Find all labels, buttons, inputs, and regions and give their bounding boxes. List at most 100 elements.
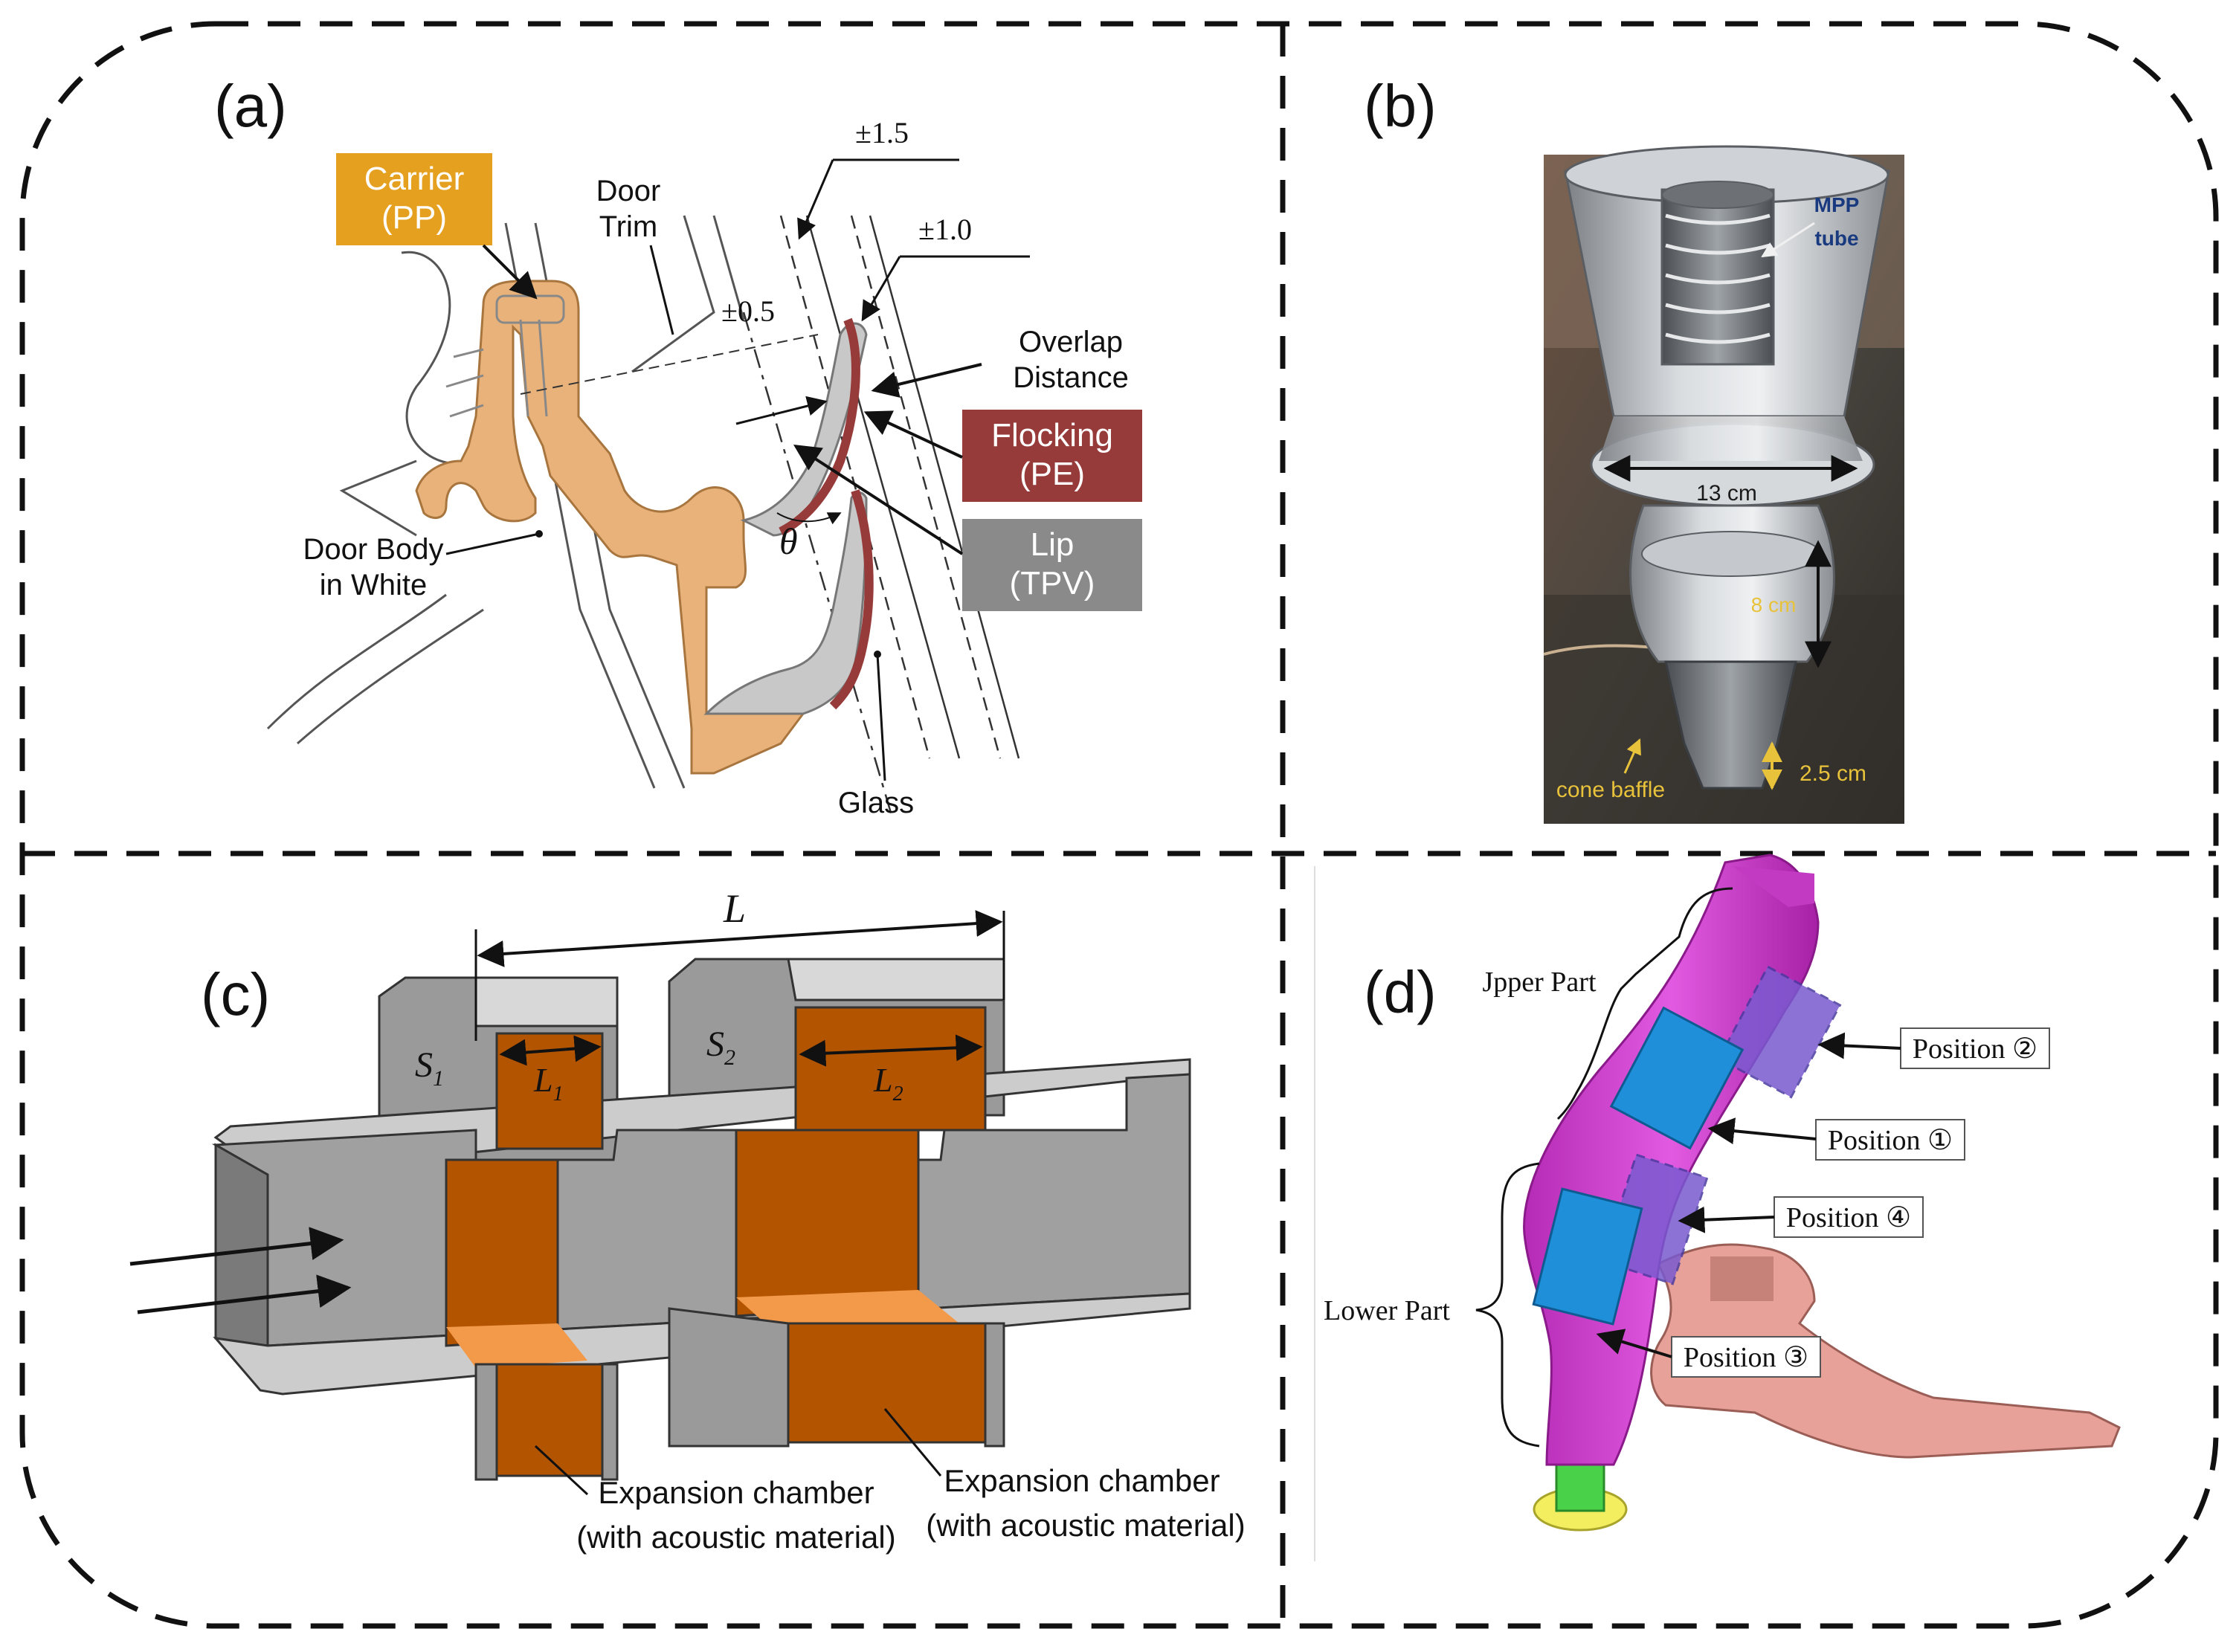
flocking-leader <box>863 410 963 459</box>
chamber-1-material-mid <box>445 1158 559 1347</box>
flocking-label: Flocking <box>991 417 1113 454</box>
glass-leader <box>876 654 886 781</box>
chamber-2-bottom-wall-right <box>984 1322 1005 1448</box>
carrier-leader <box>482 244 538 300</box>
carrier-label-box <box>336 153 492 245</box>
panel-b: (b) 13 cm 8 cm 2.5 cm MPP <box>1364 73 1904 824</box>
mpp-label-2: tube <box>1814 227 1858 250</box>
lower-cone <box>1629 504 1835 663</box>
position-3-arrow <box>1596 1329 1672 1358</box>
overlap-arrow-left <box>735 396 828 425</box>
cone-baffle-label: cone baffle <box>1556 778 1665 802</box>
flocking-material: (PE) <box>1019 456 1085 492</box>
lower-brace <box>1475 1162 1540 1448</box>
position-3-label: Position ③ <box>1684 1342 1808 1373</box>
dim-L2-line <box>799 1034 983 1067</box>
label-S2: S2 <box>706 1025 735 1070</box>
flocking-upper <box>779 317 860 536</box>
expansion-2-label-2: (with acoustic material) <box>926 1508 1245 1543</box>
overlap-label-1: Overlap <box>1019 326 1123 358</box>
dim-L: L <box>723 886 746 931</box>
chamber-2-material-bottom-light <box>736 1290 959 1331</box>
mpp-tube-opening <box>1661 181 1774 209</box>
position-2-label: Position ② <box>1913 1033 2037 1065</box>
door-trim-label-1: Door <box>596 175 661 207</box>
carrier-material: (PP) <box>381 199 447 236</box>
expansion-2-label-1: Expansion chamber <box>944 1463 1220 1498</box>
panel-c: (c) L S1 S2 L1 L2 Expansion chamber (wit… <box>129 886 1246 1555</box>
door-body-label-1: Door Body <box>303 533 444 566</box>
block-position-3 <box>1532 1187 1643 1326</box>
upper-part-label: Jpper Part <box>1482 967 1596 998</box>
pipe-top-cap <box>1733 866 1814 907</box>
lip-upper <box>740 322 868 537</box>
expansion-1-label-1: Expansion chamber <box>598 1475 874 1510</box>
panel-d: (d) Jpper Part Lower Part Position ② Pos… <box>1314 854 2121 1561</box>
tolerance-1-5-arrow <box>797 159 834 240</box>
position-4-label: Position ④ <box>1786 1202 1911 1233</box>
lip-material: (TPV) <box>1010 565 1095 601</box>
mpp-label-arrow <box>1761 222 1815 258</box>
dim-8cm: 8 cm <box>1751 593 1797 616</box>
carrier-body <box>415 280 805 775</box>
door-trim-leader <box>649 245 674 335</box>
lower-cone-band <box>1641 531 1821 577</box>
upper-brace <box>1556 887 1733 1120</box>
cone-baffle-arrow <box>1623 738 1641 774</box>
expansion-2-leader <box>883 1408 942 1477</box>
flow-arrow-1 <box>129 1227 344 1266</box>
lip-label-box <box>962 519 1142 611</box>
label-L1: L1 <box>533 1061 564 1106</box>
label-L2: L2 <box>873 1061 903 1106</box>
frame-dashed-border <box>19 21 2219 1629</box>
chamber-2-bottom-wall <box>668 1307 790 1448</box>
chamber-1-bottom-wall-right <box>601 1363 619 1481</box>
tolerance-0-5-dim <box>520 334 819 395</box>
chamber-1-material-bottom-light <box>446 1323 587 1368</box>
glass-label: Glass <box>838 787 914 819</box>
door-body-dot <box>535 530 543 538</box>
door-trim-label-2: Trim <box>599 210 657 243</box>
flocking-label-box <box>962 410 1142 502</box>
flow-arrow-2 <box>137 1274 352 1314</box>
chamber-2-material-mid <box>735 1129 920 1317</box>
mpp-label-1: MPP <box>1814 193 1860 216</box>
expansion-1-label-2: (with acoustic material) <box>576 1520 895 1555</box>
panel-c-tag: (c) <box>201 961 270 1027</box>
panel-b-tag: (b) <box>1364 73 1437 139</box>
position-1-arrow <box>1707 1117 1817 1145</box>
panel-a: (a) <box>214 73 1142 819</box>
label-S1: S1 <box>415 1045 444 1091</box>
door-body-label-2: in White <box>320 569 428 601</box>
overlap-leader <box>871 363 982 398</box>
position-4-box <box>1774 1196 1924 1238</box>
overlap-label-2: Distance <box>1013 361 1129 394</box>
dim-L-line <box>477 910 1003 967</box>
lower-part-label: Lower Part <box>1324 1295 1450 1326</box>
position-2-arrow <box>1817 1032 1901 1059</box>
tolerance-0-5: ±0.5 <box>721 294 775 328</box>
position-1-box <box>1815 1119 1965 1161</box>
middle-cone <box>1599 416 1863 461</box>
lip-label: Lip <box>1031 526 1075 563</box>
block-position-2-dashed <box>1717 965 1842 1099</box>
chamber-1-top <box>405 976 619 1027</box>
flocking-lower <box>829 489 874 710</box>
duct-inlet-face <box>214 1143 269 1347</box>
dim-L1-line <box>499 1035 602 1066</box>
lip-leader <box>793 445 964 555</box>
tolerance-1-0: ±1.0 <box>918 213 972 246</box>
door-body-leader <box>445 532 540 555</box>
dim-2-5cm: 2.5 cm <box>1800 761 1866 786</box>
position-4-arrow <box>1678 1206 1775 1233</box>
expansion-1-leader <box>534 1445 589 1496</box>
chamber-1-bottom-wall <box>474 1363 498 1481</box>
tolerance-1-0-arrow <box>861 256 901 322</box>
theta-arc <box>776 512 842 525</box>
carrier-label: Carrier <box>364 161 464 197</box>
position-3-box <box>1671 1336 1821 1378</box>
panel-d-tag: (d) <box>1364 959 1437 1025</box>
theta-symbol: θ <box>779 520 798 562</box>
block-position-1 <box>1609 1006 1745 1150</box>
